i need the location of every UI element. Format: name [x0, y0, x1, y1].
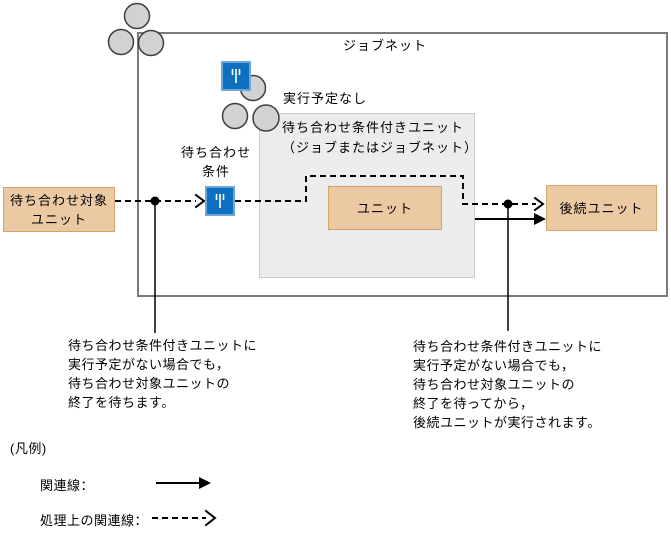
note-line: 待ち合わせ対象ユニットの: [413, 377, 576, 392]
jobnet-label: ジョブネット: [343, 38, 428, 53]
note-line: 後続ユニットが実行されます。: [413, 415, 601, 430]
jobnet-icon-circle: [123, 2, 151, 30]
wait-condition-label-line2: 条件: [201, 164, 230, 179]
legend-processing-relation-arrowhead: [204, 509, 217, 527]
note-line: 終了を待ってから，: [413, 396, 534, 411]
wait-condition-unit-box-label-line1: 待ち合わせ条件付きユニット: [282, 120, 465, 135]
wait-condition-unit-box-label-line2: （ジョブまたはジョブネット）: [282, 140, 479, 155]
jobnet-container-box: [137, 32, 668, 297]
unit-box: ユニット: [328, 186, 442, 230]
note-line: 実行予定がない場合でも，: [413, 358, 575, 373]
right-callout-note: 待ち合わせ条件付きユニットに 実行予定がない場合でも， 待ち合わせ対象ユニットの…: [413, 337, 602, 432]
left-callout-note: 待ち合わせ条件付きユニットに 実行予定がない場合でも， 待ち合わせ対象ユニットの…: [68, 336, 257, 412]
no-schedule-label: 実行予定なし: [283, 91, 368, 106]
successor-unit-box: 後続ユニット: [546, 185, 657, 231]
legend-relation-label: 関連線：: [40, 478, 95, 493]
note-line: 待ち合わせ条件付きユニットに: [413, 339, 603, 354]
legend-processing-relation-label: 処理上の関連線：: [40, 513, 149, 528]
note-line: 待ち合わせ条件付きユニットに: [68, 338, 258, 353]
legend-relation-arrowhead: [199, 477, 211, 489]
note-line: 実行予定がない場合でも，: [68, 357, 230, 372]
wait-target-unit-box: 待ち合わせ対象 ユニット: [3, 187, 115, 232]
wait-condition-label-line1: 待ち合わせ: [180, 145, 251, 160]
jobnet-icon-circle: [107, 28, 135, 56]
note-line: 終了を待ちます。: [68, 395, 175, 410]
note-line: 待ち合わせ対象ユニットの: [68, 376, 231, 391]
legend-title: (凡例): [10, 441, 47, 456]
